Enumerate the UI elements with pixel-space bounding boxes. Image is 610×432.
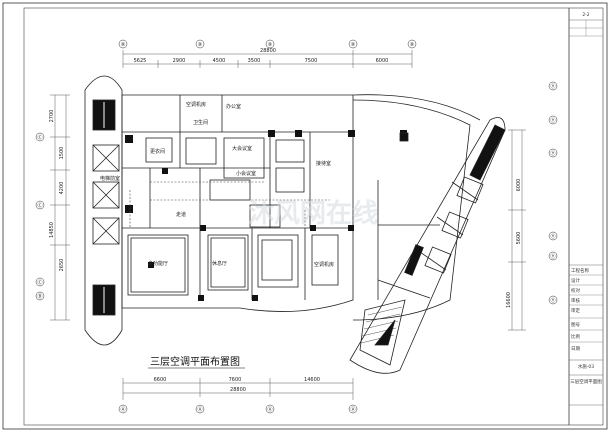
room-label: 空调机房 xyxy=(186,101,206,108)
room-label: 更衣间 xyxy=(150,148,165,155)
title-block-row: 日期 xyxy=(571,346,580,352)
room-label: 空调机房 xyxy=(314,261,334,268)
title-block-row: 校对 xyxy=(571,287,580,294)
drawing-number: 水施-03 xyxy=(578,363,594,370)
title-block-header: 2-2 xyxy=(582,12,589,18)
dimension-label: 28800 xyxy=(230,387,246,393)
drawing-title: 三层空调平面布置图 xyxy=(150,355,240,368)
right-axis-markers xyxy=(548,81,558,305)
dimension-label: 6600 xyxy=(154,377,167,383)
room-label: 大会议室 xyxy=(232,145,252,152)
dimension-label: 28800 xyxy=(260,48,276,54)
axis-label: Ⓨ xyxy=(550,150,555,157)
watermark: 沐风网在线 xyxy=(248,199,378,229)
bottom-dimensions xyxy=(122,378,354,400)
left-axis-markers xyxy=(35,132,45,301)
axis-label: ⑨ xyxy=(351,42,355,48)
axis-label: Ⓨ xyxy=(550,233,555,240)
dimension-label: 14600 xyxy=(304,377,320,383)
right-tower xyxy=(349,117,506,374)
axis-label: Ⓐ xyxy=(267,406,272,413)
dimension-label: 3500 xyxy=(248,58,261,64)
axis-label: Ⓨ xyxy=(550,253,555,260)
axis-label: Ⓒ xyxy=(37,134,42,141)
room-label: 走道 xyxy=(176,211,186,218)
title-block-row: 图号 xyxy=(571,322,580,328)
dimension-label: 6000 xyxy=(516,179,522,192)
title-block-row: 工程名称 xyxy=(571,267,589,274)
left-dimensions xyxy=(50,94,70,321)
dimension-label: 14850 xyxy=(49,222,55,238)
axis-label: Ⓨ xyxy=(550,83,555,90)
room-label: 小会议室 xyxy=(236,170,256,177)
dimension-label: 4500 xyxy=(213,58,226,64)
axis-label: Ⓐ xyxy=(120,406,125,413)
sheet-title: 三层空调平面图 xyxy=(570,378,602,385)
axis-label: Ⓨ xyxy=(550,297,555,304)
dimension-label: 4200 xyxy=(59,182,65,195)
axis-label: ⑨ xyxy=(198,42,202,48)
axis-label: Ⓑ xyxy=(37,293,42,300)
title-block: 2-2 工程名称 设计 校对 审核 审定 图号 比例 日期 水施-03 三层空调… xyxy=(568,7,604,426)
dimension-label: 2700 xyxy=(49,110,55,123)
title-block-row: 审定 xyxy=(571,307,580,314)
title-block-row: 比例 xyxy=(571,333,580,340)
dimension-label: 7600 xyxy=(229,377,242,383)
top-dimensions xyxy=(122,50,413,68)
title-block-row: 审核 xyxy=(571,297,580,304)
dimension-label: 6000 xyxy=(376,58,389,64)
dimension-label: 16600 xyxy=(506,292,512,308)
room-label: 办公室 xyxy=(226,103,241,110)
room-label: 接待室 xyxy=(316,160,331,167)
axis-label: Ⓨ xyxy=(550,117,555,124)
room-label: 多功能厅 xyxy=(148,260,168,267)
east-wing xyxy=(352,94,481,321)
dimension-label: 1500 xyxy=(59,147,65,160)
axis-label: ⑨ xyxy=(410,42,414,48)
room-label: 卫生间 xyxy=(193,119,208,126)
room-label: 休息厅 xyxy=(212,260,227,267)
dimension-label: 5600 xyxy=(516,232,522,245)
axis-label: Ⓒ xyxy=(37,202,42,209)
dimension-label: 5625 xyxy=(134,58,147,64)
axis-label: Ⓒ xyxy=(37,279,42,286)
dimension-label: 2650 xyxy=(59,259,65,272)
axis-label: ⑨ xyxy=(121,42,125,48)
dimension-label: 7500 xyxy=(305,58,318,64)
room-label: 电梯前室 xyxy=(100,175,120,182)
axis-label: ⑨ xyxy=(268,42,272,48)
left-tower xyxy=(84,75,123,346)
axis-label: Ⓐ xyxy=(197,406,202,413)
dimension-label: 2900 xyxy=(173,58,186,64)
bottom-axis-markers xyxy=(118,404,358,414)
top-axis-markers xyxy=(118,39,417,49)
duct-lines xyxy=(129,181,330,232)
title-block-row: 设计 xyxy=(571,277,580,284)
right-dimensions xyxy=(508,129,526,331)
axis-label: Ⓐ xyxy=(350,406,355,413)
